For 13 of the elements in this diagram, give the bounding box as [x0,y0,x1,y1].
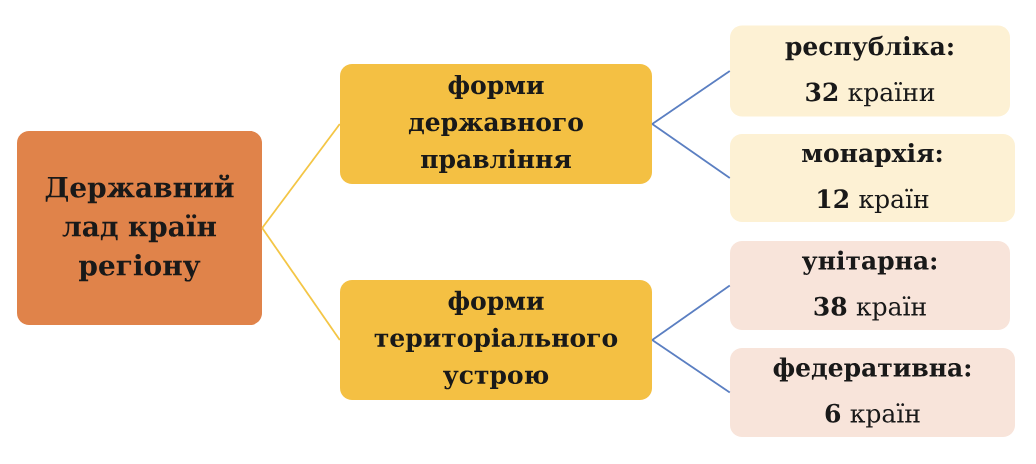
count-box: монархія: 12 країн [730,134,1015,222]
connector-line [651,70,731,125]
count-box: федеративна: 6 країн [730,348,1015,437]
category-box: форми територіального устрою [340,280,652,400]
connector-line [261,123,341,229]
count-box: унітарна: 38 країн [730,241,1010,330]
connector-line [651,284,731,341]
connector-line [261,227,341,341]
count-box: республіка: 32 країни [730,25,1010,117]
connector-line [651,339,731,394]
topic-box: Державний лад країн регіону [17,131,262,325]
connector-line [651,123,731,179]
category-box: форми державного правління [340,64,652,184]
